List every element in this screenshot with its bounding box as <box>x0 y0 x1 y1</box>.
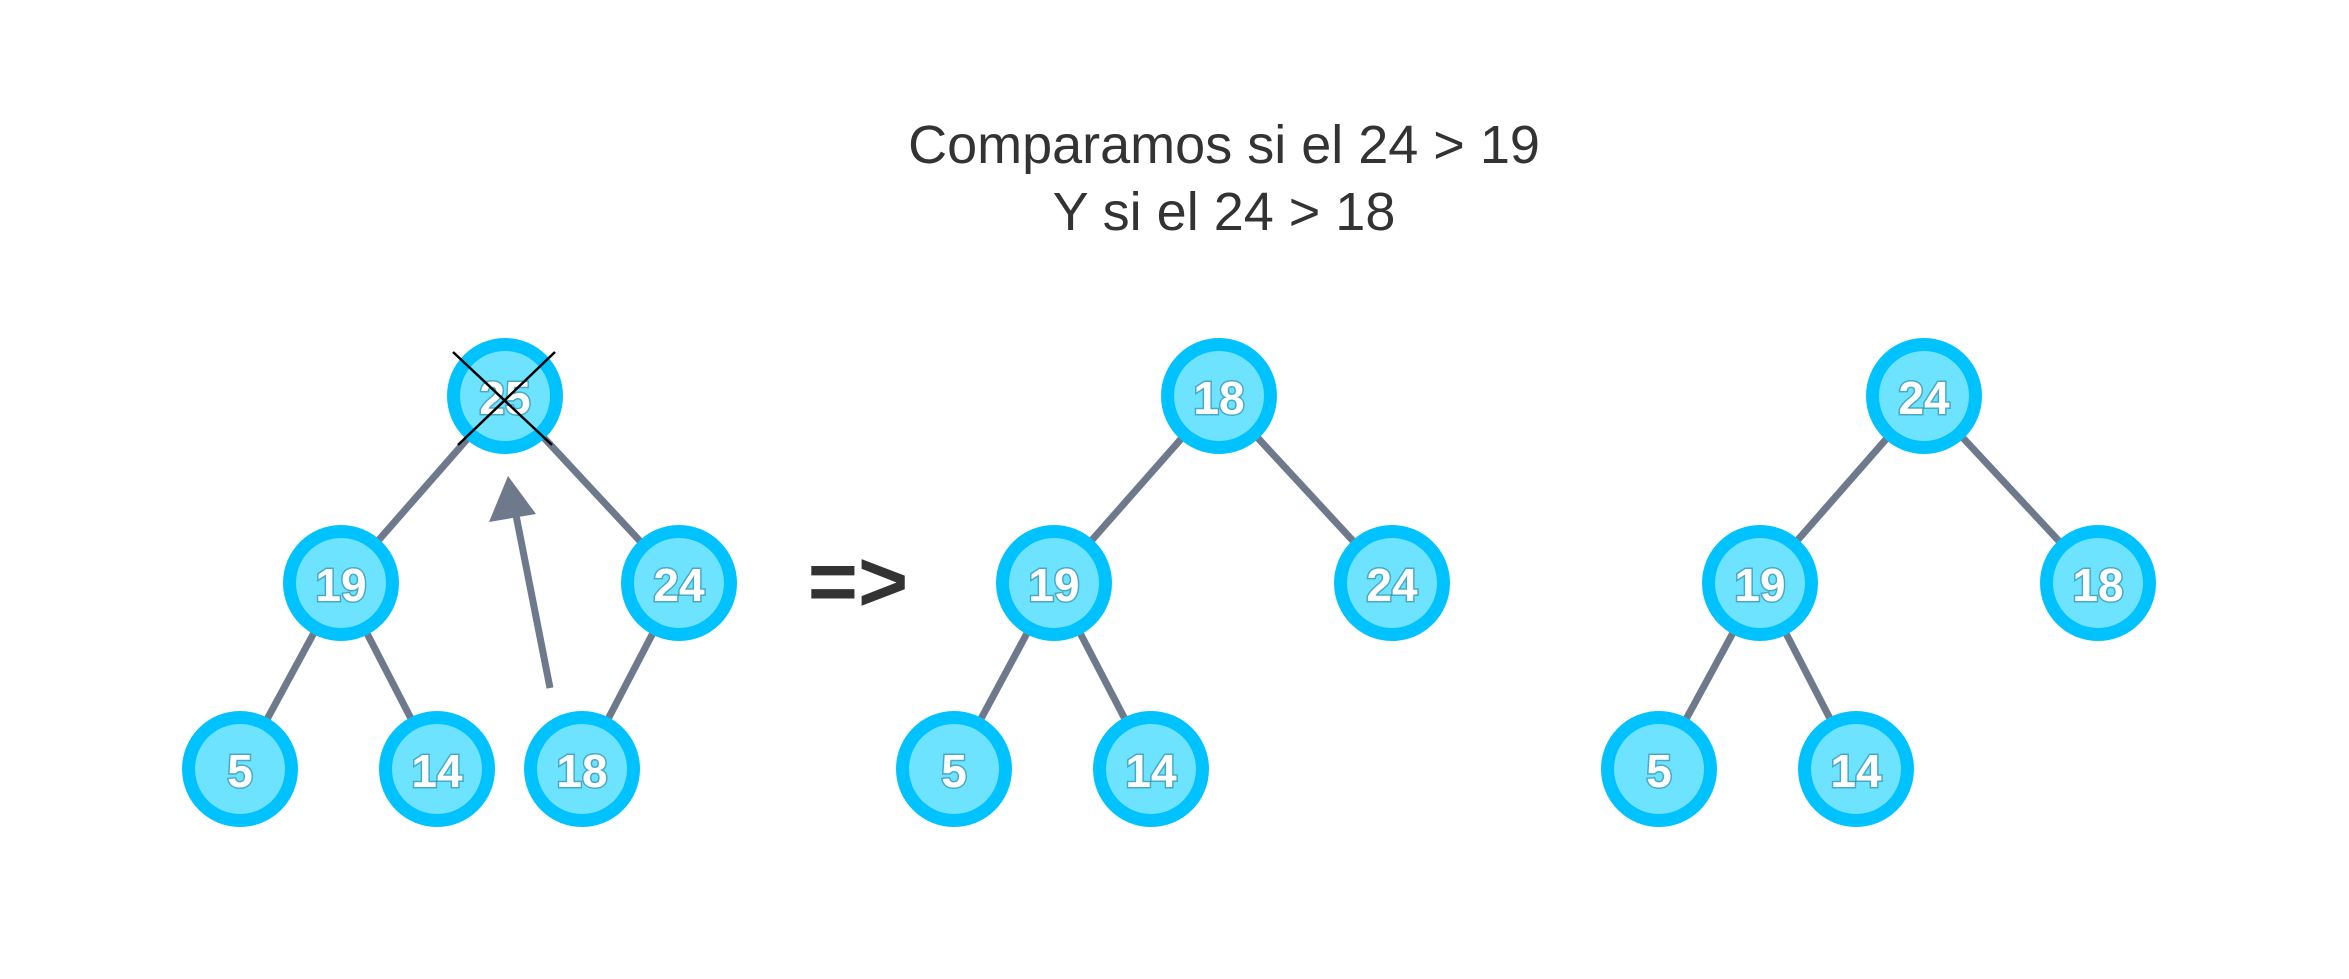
node-value: 19 <box>1734 559 1785 611</box>
node-fill <box>537 724 627 814</box>
node-right: 18 <box>2040 525 2156 641</box>
node-value: 24 <box>1366 559 1418 611</box>
edge-left-left_right <box>362 629 416 723</box>
node-value: 18 <box>2072 559 2123 611</box>
node-value: 19 <box>315 559 366 611</box>
node-value: 14 <box>411 745 463 797</box>
node-fill <box>1106 724 1196 814</box>
node-fill <box>1174 351 1264 441</box>
node-left: 19 <box>283 525 399 641</box>
edge-root-left <box>1792 434 1892 545</box>
node-fill <box>1614 724 1704 814</box>
move-up-arrow-icon <box>489 476 554 689</box>
node-value: 5 <box>1646 745 1672 797</box>
node-value: 24 <box>653 559 705 611</box>
edge-left-left_right <box>1075 629 1130 723</box>
node-fill <box>1879 351 1969 441</box>
node-value: 24 <box>1898 372 1950 424</box>
node-root: 25 <box>447 338 563 454</box>
node-fill <box>1347 538 1437 628</box>
node-left-right: 14 <box>1093 711 1209 827</box>
node-value: 18 <box>556 745 607 797</box>
node-left-left: 5 <box>182 711 298 827</box>
node-value: 5 <box>941 745 967 797</box>
implies-symbol: => <box>808 534 908 630</box>
edge-root-right <box>1958 433 2064 546</box>
node-value: 19 <box>1028 559 1079 611</box>
edge-left-left_left <box>262 628 319 724</box>
node-value: 14 <box>1125 745 1177 797</box>
node-fill <box>909 724 999 814</box>
node-fill <box>2053 538 2143 628</box>
node-fill <box>392 724 482 814</box>
node-fill <box>460 351 550 441</box>
tree-swapped: 18 19 24 5 14 <box>896 338 1450 827</box>
node-right: 24 <box>621 525 737 641</box>
node-root: 18 <box>1161 338 1277 454</box>
trees: 25 19 24 5 14 18 18 19 24 5 14 24 19 18 5 14 <box>182 338 2156 827</box>
caption-line-1: Comparamos si el 24 > 19 <box>908 115 1540 175</box>
node-value: 18 <box>1193 372 1244 424</box>
node-left-left: 5 <box>1601 711 1717 827</box>
node-left: 19 <box>1702 525 1818 641</box>
removed-cross-icon <box>452 351 556 446</box>
edge-left-left_left <box>976 628 1032 724</box>
node-fill <box>1811 724 1901 814</box>
node-left: 19 <box>996 525 1112 641</box>
edge-root-left <box>373 434 473 545</box>
node-left-right: 14 <box>1798 711 1914 827</box>
tree-result: 24 19 18 5 14 <box>1601 338 2156 827</box>
edge-root-right <box>539 433 645 546</box>
node-left-left: 5 <box>896 711 1012 827</box>
edge-root-right <box>1253 433 1358 546</box>
edge-right-right_left <box>603 629 658 723</box>
node-fill <box>296 538 386 628</box>
node-root: 24 <box>1866 338 1982 454</box>
node-left-right: 14 <box>379 711 495 827</box>
node-right: 24 <box>1334 525 1450 641</box>
edge-root-left <box>1087 434 1186 545</box>
node-fill <box>634 538 724 628</box>
node-right-left: 18 <box>524 711 640 827</box>
edge-left-left_left <box>1681 628 1738 724</box>
node-fill <box>1009 538 1099 628</box>
caption-line-2: Y si el 24 > 18 <box>1053 182 1396 242</box>
node-value: 14 <box>1830 745 1882 797</box>
node-value: 5 <box>227 745 253 797</box>
node-fill <box>195 724 285 814</box>
node-fill <box>1715 538 1805 628</box>
tree-before: 25 19 24 5 14 18 <box>182 338 737 827</box>
edge-left-left_right <box>1781 629 1835 723</box>
